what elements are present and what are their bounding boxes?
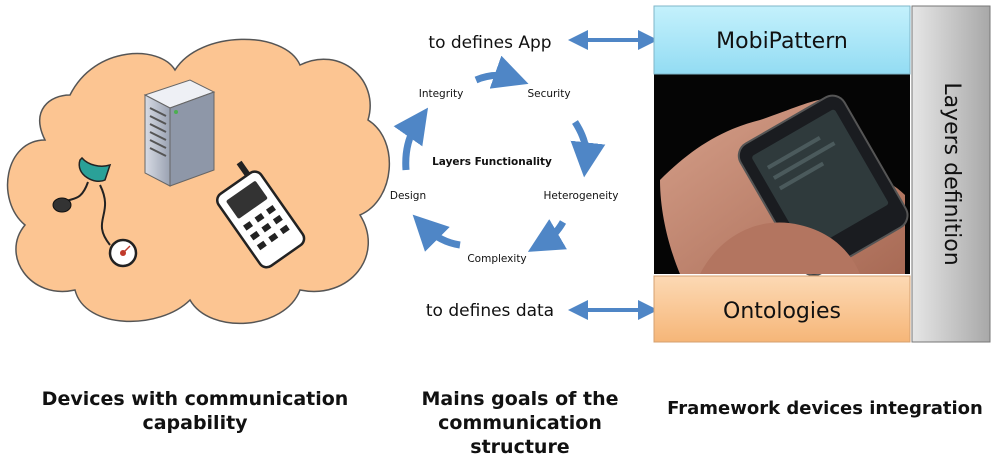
cycle-item-complexity: Complexity [467,253,526,265]
mobipattern-box [653,5,911,75]
device-cloud [6,38,390,325]
cloud-caption: Devices with communication capability [41,388,349,434]
ontologies-label: Ontologies [723,299,841,324]
layers-side-label: Layers definition [939,82,964,265]
server-icon [143,79,216,187]
cycle-item-heterogeneity: Heterogeneity [544,190,619,202]
layers-side-bar [911,5,991,343]
mobile-phone-icon [216,160,306,269]
cycle-item-security: Security [527,88,570,100]
cycle-arrow-2 [570,120,606,178]
cloud-shape [6,38,390,325]
framework-stack: Layers definition MobiPattern Ontologies [653,5,991,343]
cycle-arrow-3 [527,219,567,252]
app-link-label: to defines App [428,33,551,53]
mobipattern-label: MobiPattern [716,29,848,54]
cycle-arrow-5 [393,107,429,171]
cycle-center-label: Layers Functionality [432,156,552,168]
goals-cycle: Integrity Security Heterogeneity Complex… [390,55,619,265]
data-link-label: to defines data [426,301,554,321]
cycle-arrow-1 [474,55,529,89]
diagram-canvas: Integrity Security Heterogeneity Complex… [6,5,991,343]
ontologies-box [653,275,911,343]
cycle-item-design: Design [390,190,426,202]
blood-pressure-meter-icon [52,156,138,268]
cycle-arrow-4 [412,214,461,252]
goals-caption: Mains goals of the communication structu… [421,388,619,458]
cycle-item-integrity: Integrity [419,88,464,100]
framework-caption: Framework devices integration [667,398,983,419]
smartphone-photo [654,74,910,277]
